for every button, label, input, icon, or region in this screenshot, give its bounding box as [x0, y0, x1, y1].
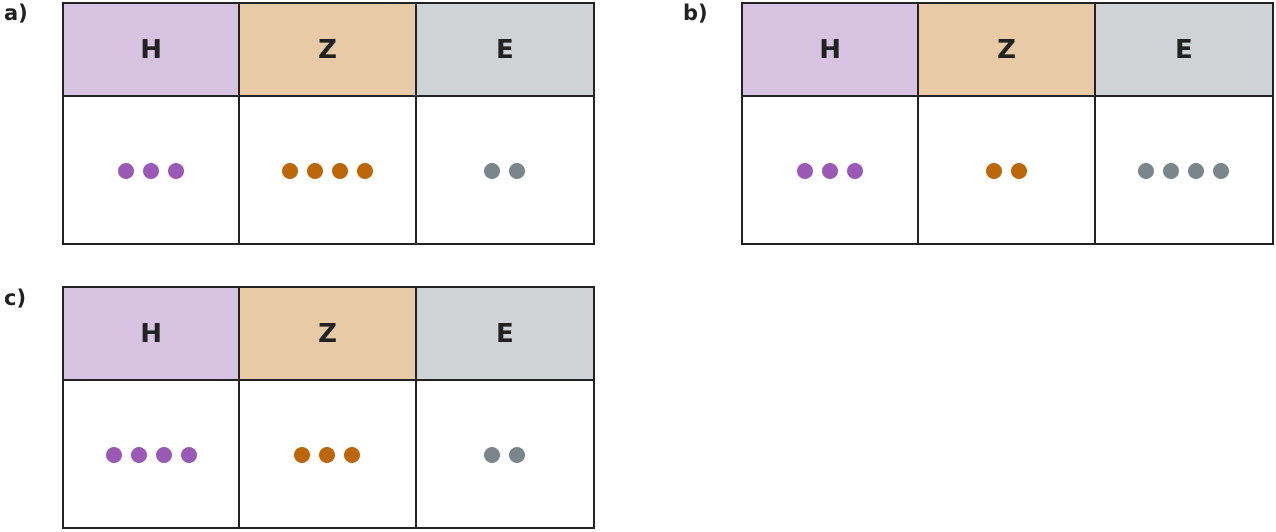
dot-h — [105, 447, 122, 463]
count-table: H Z E — [741, 2, 1274, 245]
dot-cell-h — [64, 381, 241, 529]
dot-e — [509, 447, 526, 463]
header-cell-z: Z — [240, 4, 417, 97]
header-cell-z: Z — [240, 288, 417, 381]
dot-group — [484, 163, 526, 179]
dot-z — [319, 447, 336, 463]
dot-group — [484, 447, 526, 463]
dot-group — [1138, 163, 1230, 179]
dot-z — [306, 163, 323, 179]
dot-e — [484, 447, 501, 463]
dot-group — [294, 447, 361, 463]
dot-h — [847, 163, 864, 179]
dot-h — [797, 163, 814, 179]
dot-e — [1163, 163, 1180, 179]
dot-group — [797, 163, 864, 179]
header-cell-h: H — [743, 4, 920, 97]
header-cell-h: H — [64, 288, 241, 381]
dot-h — [130, 447, 147, 463]
dot-z — [344, 447, 361, 463]
header-label: Z — [997, 34, 1016, 65]
dot-cell-h — [743, 97, 920, 245]
dot-group — [281, 163, 373, 179]
dot-h — [118, 163, 135, 179]
dot-e — [509, 163, 526, 179]
header-cell-h: H — [64, 4, 241, 97]
panel-label: b) — [683, 1, 708, 25]
header-label: Z — [318, 318, 337, 349]
header-label: Z — [318, 34, 337, 65]
dot-e — [484, 163, 501, 179]
dot-e — [1213, 163, 1230, 179]
dot-z — [281, 163, 298, 179]
dot-z — [356, 163, 373, 179]
count-table: H Z E — [62, 2, 595, 245]
panel-label: c) — [4, 286, 27, 310]
dot-z — [294, 447, 311, 463]
header-label: H — [819, 34, 842, 65]
dot-e — [1138, 163, 1155, 179]
dot-cell-h — [64, 97, 241, 245]
dot-cell-z — [240, 381, 417, 529]
header-cell-e: E — [1095, 4, 1272, 97]
dot-cell-e — [417, 381, 593, 529]
panel-label: a) — [4, 1, 28, 25]
header-cell-z: Z — [919, 4, 1096, 97]
dot-group — [985, 163, 1027, 179]
dot-h — [168, 163, 185, 179]
header-label: H — [140, 318, 163, 349]
dot-group — [105, 447, 197, 463]
header-cell-e: E — [416, 4, 593, 97]
dot-cell-z — [919, 97, 1096, 245]
dot-h — [180, 447, 197, 463]
dot-h — [143, 163, 160, 179]
dot-cell-z — [240, 97, 417, 245]
count-table: H Z E — [62, 286, 595, 529]
header-cell-e: E — [416, 288, 593, 381]
header-label: E — [1174, 34, 1193, 65]
dot-e — [1188, 163, 1205, 179]
dot-group — [118, 163, 185, 179]
header-label: H — [140, 34, 163, 65]
dot-cell-e — [1096, 97, 1272, 245]
dot-cell-e — [417, 97, 593, 245]
dot-z — [331, 163, 348, 179]
header-label: E — [495, 34, 514, 65]
header-label: E — [495, 318, 514, 349]
dot-h — [155, 447, 172, 463]
dot-z — [1010, 163, 1027, 179]
dot-h — [822, 163, 839, 179]
dot-z — [985, 163, 1002, 179]
